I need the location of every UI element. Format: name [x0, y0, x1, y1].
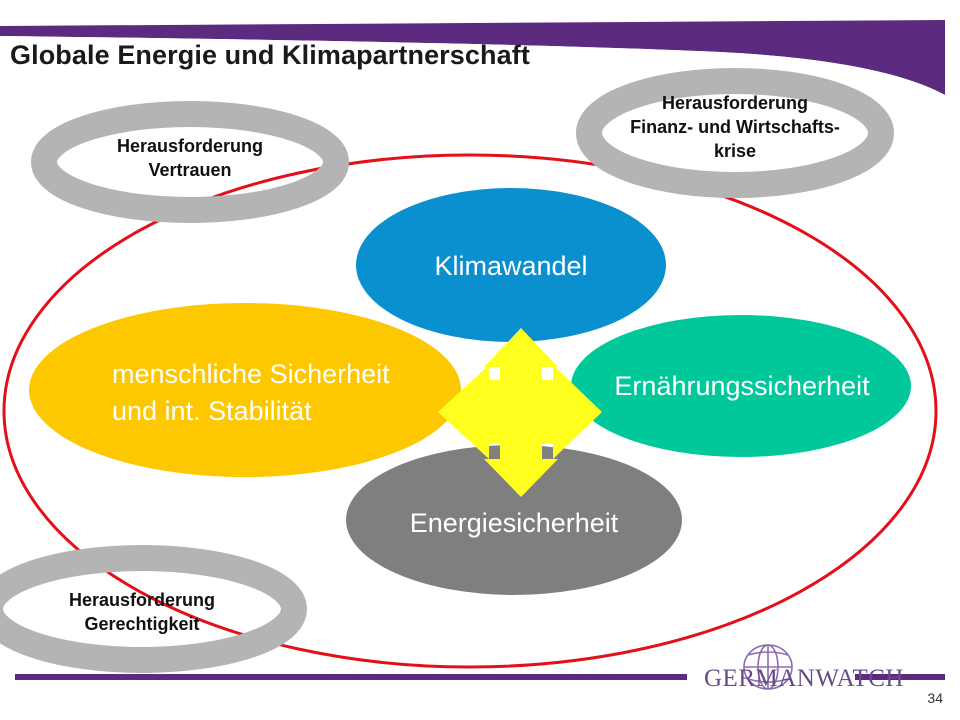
globe-logo-icon	[743, 644, 793, 690]
ellipse-climate	[356, 188, 666, 342]
top-purple-band	[0, 20, 945, 95]
label-crisis-line2: Finanz- und Wirtschafts-	[630, 117, 840, 137]
label-crisis-line3: krise	[713, 141, 757, 161]
label-human-security-line2: und int. Stabilität	[112, 396, 312, 426]
label-trust-line1: Herausforderung	[116, 136, 264, 156]
label-justice-line2: Gerechtigkeit	[84, 614, 200, 634]
ellipse-human-security	[29, 303, 461, 477]
top-band-highlight	[0, 36, 945, 100]
label-climate: Klimawandel	[434, 251, 588, 281]
ellipse-energy-security	[346, 445, 682, 595]
ring-trust	[31, 101, 349, 223]
label-justice-line1: Herausforderung	[68, 590, 216, 610]
label-human-security: menschliche Sicherheit und int. Stabilit…	[112, 356, 472, 430]
ellipse-food-security	[571, 315, 911, 457]
label-crisis-line1: Herausforderung	[661, 93, 809, 113]
label-energy-security: Energiesicherheit	[409, 508, 619, 538]
four-way-arrow-icon	[438, 328, 602, 497]
partnership-outline-ellipse	[2, 153, 938, 669]
label-crisis: Herausforderung Finanz- und Wirtschafts-…	[585, 91, 885, 163]
label-trust: Herausforderung Vertrauen	[90, 134, 290, 182]
label-trust-line2: Vertrauen	[148, 160, 232, 180]
ring-crisis	[576, 68, 894, 198]
slide-title: Globale Energie und Klimapartnerschaft	[10, 40, 530, 70]
label-food-security: Ernährungssicherheit	[614, 371, 870, 401]
label-human-security-line1: menschliche Sicherheit	[112, 359, 390, 389]
logo-wordmark: GERMANWATCH	[704, 665, 904, 692]
label-justice: Herausforderung Gerechtigkeit	[42, 588, 242, 636]
bottom-purple-line-left	[15, 674, 687, 680]
page-number: 34	[927, 690, 943, 706]
bottom-purple-line-right	[855, 674, 945, 680]
ring-justice	[0, 545, 307, 673]
